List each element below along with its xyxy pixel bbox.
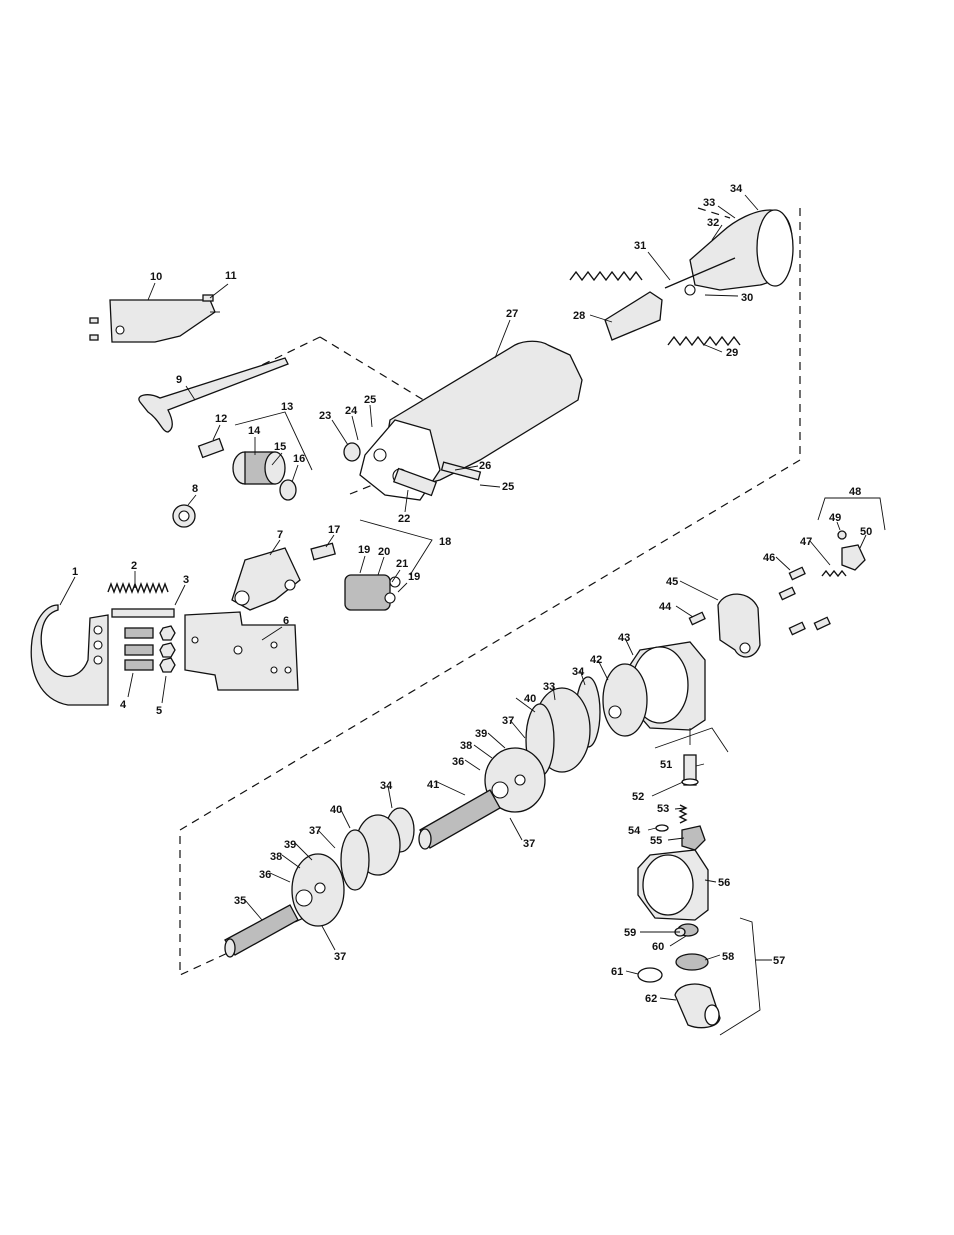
callout-33: 33 <box>703 197 715 209</box>
callout-5: 5 <box>156 705 162 717</box>
callout-43: 43 <box>618 632 630 644</box>
callout-34c: 34 <box>572 666 585 678</box>
callout-24: 24 <box>345 405 358 417</box>
callout-22: 22 <box>398 513 410 525</box>
tube-part-41 <box>419 790 500 849</box>
callout-10: 10 <box>150 271 162 283</box>
callout-12: 12 <box>215 413 227 425</box>
callout-29: 29 <box>726 347 738 359</box>
callout-59: 59 <box>624 927 636 939</box>
callout-37: 37 <box>309 825 321 837</box>
callout-36b: 36 <box>452 756 464 768</box>
callout-52: 52 <box>632 791 644 803</box>
callout-38: 38 <box>270 851 282 863</box>
callout-37c: 37 <box>502 715 514 727</box>
callout-23: 23 <box>319 410 331 422</box>
callout-32: 32 <box>707 217 719 229</box>
callout-17: 17 <box>328 524 340 536</box>
callout-41: 41 <box>427 779 439 791</box>
callout-30: 30 <box>741 292 753 304</box>
callout-40b: 40 <box>524 693 536 705</box>
callout-28: 28 <box>573 310 585 322</box>
callout-54: 54 <box>628 825 641 837</box>
callout-37d: 37 <box>523 838 535 850</box>
callout-20: 20 <box>378 546 390 558</box>
callout-3: 3 <box>183 574 189 586</box>
callout-25: 25 <box>364 394 376 406</box>
callout-36: 36 <box>259 869 271 881</box>
bracket-part-7 <box>232 543 400 610</box>
callout-40: 40 <box>330 804 342 816</box>
callout-61: 61 <box>611 966 623 978</box>
callout-34: 34 <box>730 183 743 195</box>
callout-25b: 25 <box>502 481 514 493</box>
callout-48: 48 <box>849 486 861 498</box>
callout-6: 6 <box>283 615 289 627</box>
callout-47: 47 <box>800 536 812 548</box>
callout-15: 15 <box>274 441 286 453</box>
callout-11: 11 <box>225 270 237 282</box>
callout-19b: 19 <box>408 571 420 583</box>
callout-26: 26 <box>479 460 491 472</box>
callout-34b: 34 <box>380 780 393 792</box>
callout-56: 56 <box>718 877 730 889</box>
callout-50: 50 <box>860 526 872 538</box>
callout-57: 57 <box>773 955 785 967</box>
callout-51: 51 <box>660 759 672 771</box>
callout-8: 8 <box>192 483 198 495</box>
plate-part-10 <box>90 295 220 342</box>
callout-14: 14 <box>248 425 261 437</box>
callout-39b: 39 <box>475 728 487 740</box>
callout-46: 46 <box>763 552 775 564</box>
callout-27: 27 <box>506 308 518 320</box>
callout-45: 45 <box>666 576 678 588</box>
callout-7: 7 <box>277 529 283 541</box>
callout-39: 39 <box>284 839 296 851</box>
callout-53: 53 <box>657 803 669 815</box>
callout-21: 21 <box>396 558 408 570</box>
shaft-lever-part-9 <box>139 358 288 432</box>
callout-49: 49 <box>829 512 841 524</box>
callout-62: 62 <box>645 993 657 1005</box>
callout-44: 44 <box>659 601 672 613</box>
callout-37b: 37 <box>334 951 346 963</box>
callout-4: 4 <box>120 699 127 711</box>
callout-60: 60 <box>652 941 664 953</box>
callout-58: 58 <box>722 951 734 963</box>
callout-1: 1 <box>72 566 78 578</box>
valve-head-assembly <box>689 531 865 657</box>
main-housing-part-27 <box>344 341 582 500</box>
callout-9: 9 <box>176 374 182 386</box>
callout-16: 16 <box>293 453 305 465</box>
callout-13: 13 <box>281 401 293 413</box>
callout-55: 55 <box>650 835 662 847</box>
callout-19: 19 <box>358 544 370 556</box>
callout-18: 18 <box>439 536 451 548</box>
callout-2: 2 <box>131 560 137 572</box>
callout-31: 31 <box>634 240 646 252</box>
lower-valve-assembly <box>638 755 720 1028</box>
callout-38b: 38 <box>460 740 472 752</box>
callout-33b: 33 <box>543 681 555 693</box>
callout-42: 42 <box>590 654 602 666</box>
callout-35: 35 <box>234 895 246 907</box>
